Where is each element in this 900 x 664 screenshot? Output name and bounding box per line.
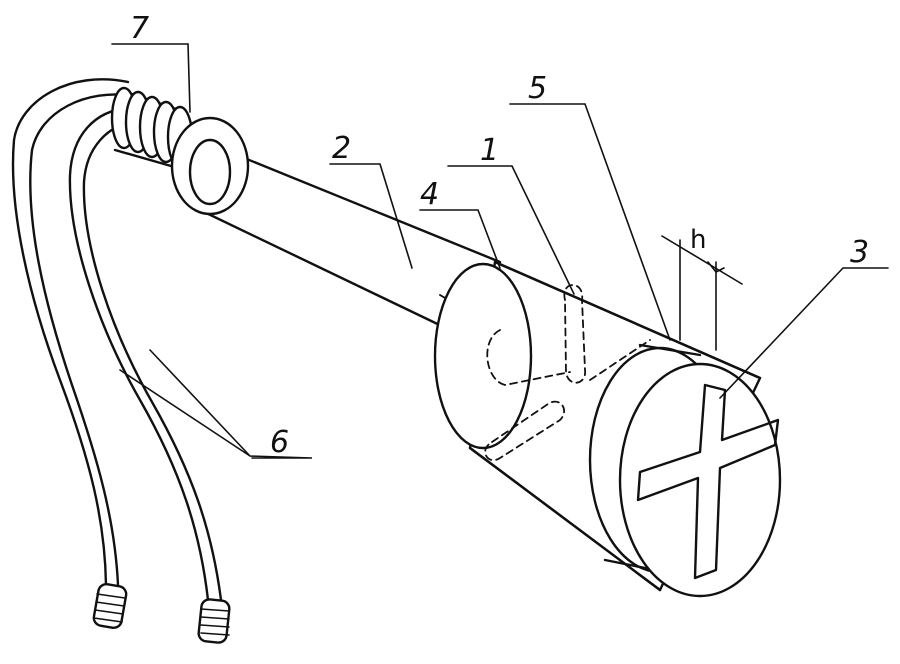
label-3: 3	[850, 235, 869, 270]
leader-lines	[111, 43, 889, 459]
label-7: 7	[130, 11, 149, 46]
label-4: 4	[420, 177, 439, 212]
label-5: 5	[528, 71, 547, 106]
cable-outer	[11, 78, 137, 587]
label-1: 1	[480, 133, 499, 168]
front-face	[618, 362, 782, 598]
collar	[170, 116, 250, 216]
dimension-h	[661, 235, 743, 351]
coil-winding	[110, 86, 194, 170]
connector-right	[197, 598, 231, 644]
label-6: 6	[270, 425, 289, 460]
connector-left	[92, 582, 128, 630]
label-h: h	[690, 225, 706, 255]
internal-pins	[484, 284, 651, 461]
label-2: 2	[332, 131, 351, 166]
cable-inner	[68, 106, 223, 602]
